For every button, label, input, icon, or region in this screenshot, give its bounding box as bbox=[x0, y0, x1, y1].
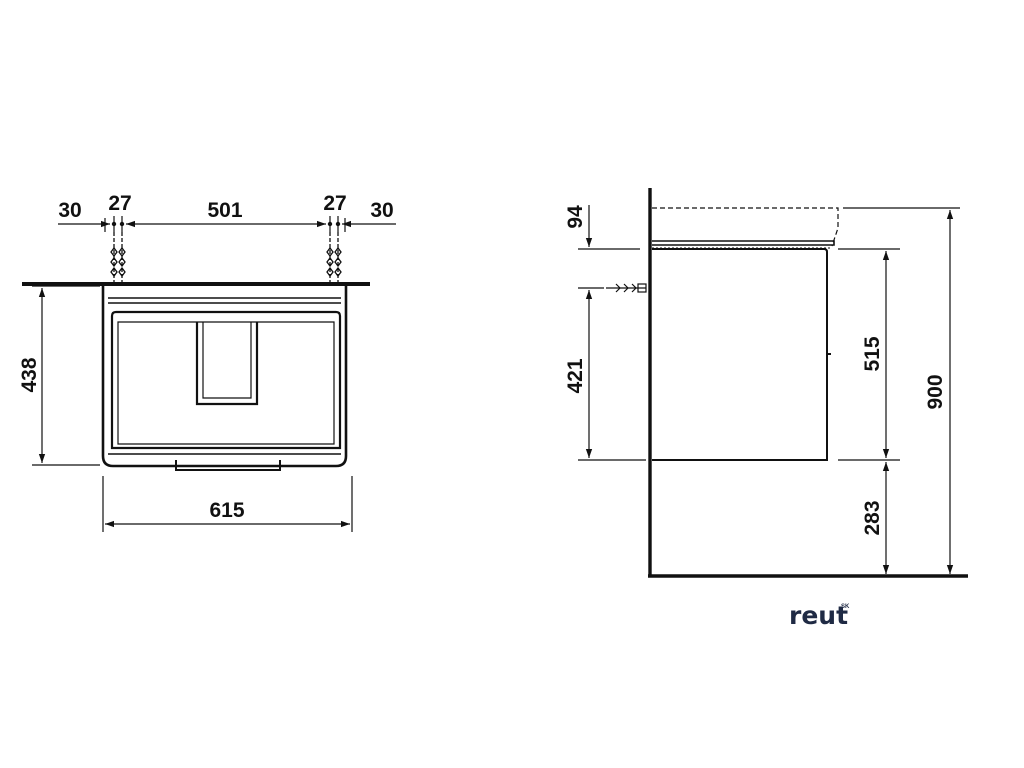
side-view-labels: 94 421 515 283 900 bbox=[564, 205, 947, 536]
side-wall-bolt bbox=[606, 283, 647, 293]
front-view-labels: 30 27 501 27 30 438 615 bbox=[18, 192, 394, 522]
side-left-dimensions bbox=[578, 205, 646, 461]
basin-outline-dashed bbox=[652, 207, 839, 247]
bolt-right bbox=[326, 232, 342, 282]
side-right-dimensions bbox=[838, 207, 960, 574]
top-dimension-chain bbox=[58, 216, 396, 232]
bolt-left bbox=[110, 232, 126, 282]
front-view bbox=[22, 216, 396, 532]
brand-logo: reut SK bbox=[789, 601, 850, 630]
dim-offset-right: 30 bbox=[370, 199, 393, 222]
dim-width: 615 bbox=[209, 499, 244, 522]
dim-top-thickness: 94 bbox=[564, 205, 587, 229]
side-cabinet bbox=[652, 248, 828, 461]
siphon-cutout-inner bbox=[202, 322, 252, 399]
dim-cabinet-height: 515 bbox=[861, 336, 884, 371]
height-dimension bbox=[32, 285, 100, 466]
side-view bbox=[578, 188, 968, 578]
dim-offset-left: 30 bbox=[58, 199, 81, 222]
siphon-cutout bbox=[195, 322, 259, 406]
dim-bolt-left: 27 bbox=[108, 192, 131, 215]
dim-bolt-spacing: 501 bbox=[207, 199, 242, 222]
logo-text: reut bbox=[789, 601, 848, 630]
cabinet-body bbox=[101, 286, 348, 468]
dim-height: 438 bbox=[18, 357, 41, 392]
dim-total-height: 900 bbox=[924, 374, 947, 409]
drawer-frame bbox=[110, 310, 342, 450]
drawer-frame-inner bbox=[117, 321, 335, 445]
dim-floor-clearance: 283 bbox=[861, 500, 884, 535]
side-countertop bbox=[652, 240, 835, 246]
dim-bolt-right: 27 bbox=[323, 192, 346, 215]
logo-superscript: SK bbox=[841, 604, 850, 610]
width-dimension bbox=[102, 476, 353, 532]
drawer-handle bbox=[175, 460, 281, 471]
dim-mount-height: 421 bbox=[564, 358, 587, 393]
countertop-slab bbox=[22, 282, 370, 286]
